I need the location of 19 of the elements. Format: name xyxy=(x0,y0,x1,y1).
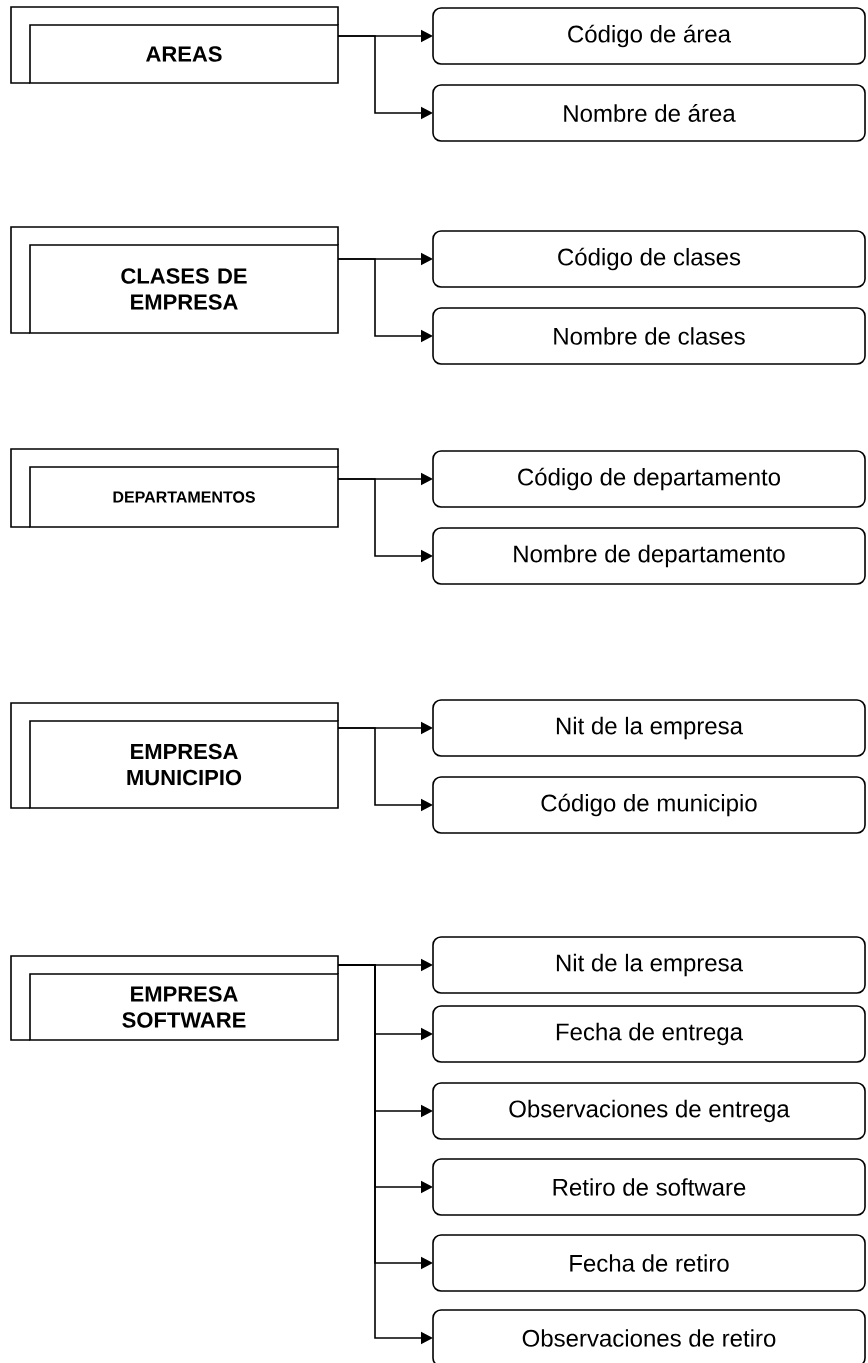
attribute-box: Fecha de retiro xyxy=(432,1234,866,1292)
attribute-box: Nombre de clases xyxy=(432,307,866,365)
entity-box: AREAS xyxy=(10,6,339,84)
attribute-box: Código de departamento xyxy=(432,450,866,508)
attribute-box: Observaciones de entrega xyxy=(432,1082,866,1140)
entity-box: EMPRESA SOFTWARE xyxy=(10,955,339,1041)
attribute-box: Código de área xyxy=(432,7,866,65)
attribute-box: Nit de la empresa xyxy=(432,936,866,994)
attribute-box: Fecha de entrega xyxy=(432,1005,866,1063)
attribute-box: Nit de la empresa xyxy=(432,699,866,757)
attribute-box: Nombre de área xyxy=(432,84,866,142)
attribute-box: Código de clases xyxy=(432,230,866,288)
attribute-box: Código de municipio xyxy=(432,776,866,834)
attribute-box: Nombre de departamento xyxy=(432,527,866,585)
attribute-box: Retiro de software xyxy=(432,1158,866,1216)
entity-box: DEPARTAMENTOS xyxy=(10,448,339,528)
entity-box: CLASES DE EMPRESA xyxy=(10,226,339,334)
entity-box: EMPRESA MUNICIPIO xyxy=(10,702,339,809)
attribute-box: Observaciones de retiro xyxy=(432,1309,866,1363)
